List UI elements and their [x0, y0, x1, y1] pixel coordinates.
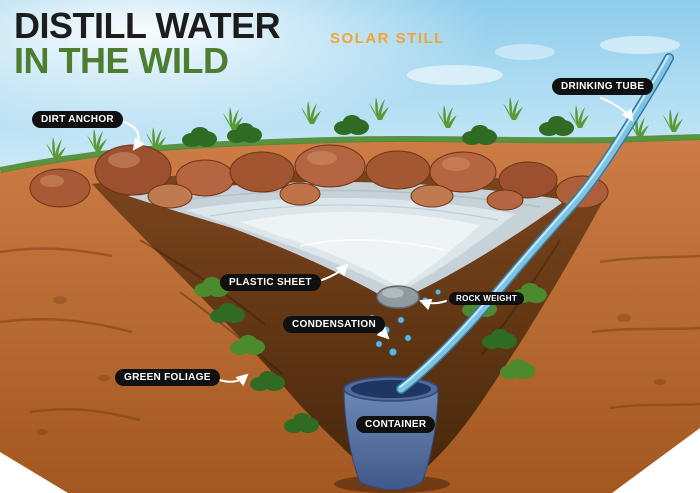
subtitle: SOLAR STILL [330, 30, 445, 47]
corner-wedges [0, 428, 700, 493]
plastic-sheet [128, 181, 566, 304]
callout-arrows [123, 97, 634, 387]
label-green-foliage: GREEN FOLIAGE [115, 369, 220, 386]
label-plastic-sheet: PLASTIC SHEET [220, 274, 321, 291]
dirt-anchor-arrow [123, 121, 145, 151]
label-condensation: CONDENSATION [283, 316, 385, 333]
soil-speckles [36, 296, 666, 435]
label-container: CONTAINER [356, 416, 436, 433]
label-rock-weight: ROCK WEIGHT [449, 292, 525, 305]
dirt-anchor-rocks [29, 144, 609, 211]
soil-strata [0, 247, 700, 422]
title-line1: DISTILL WATER [14, 5, 281, 46]
plastic-sheet-arrow [321, 263, 349, 281]
title-line2: IN THE WILD [14, 40, 229, 82]
container [334, 376, 450, 493]
drinking-tube-arrow [600, 97, 634, 122]
page-title: DISTILL WATER IN THE WILD [14, 5, 281, 82]
rock-weight [376, 285, 420, 309]
label-drinking-tube: DRINKING TUBE [552, 78, 654, 95]
label-dirt-anchor: DIRT ANCHOR [32, 111, 123, 128]
rock-weight-arrow [419, 298, 447, 311]
